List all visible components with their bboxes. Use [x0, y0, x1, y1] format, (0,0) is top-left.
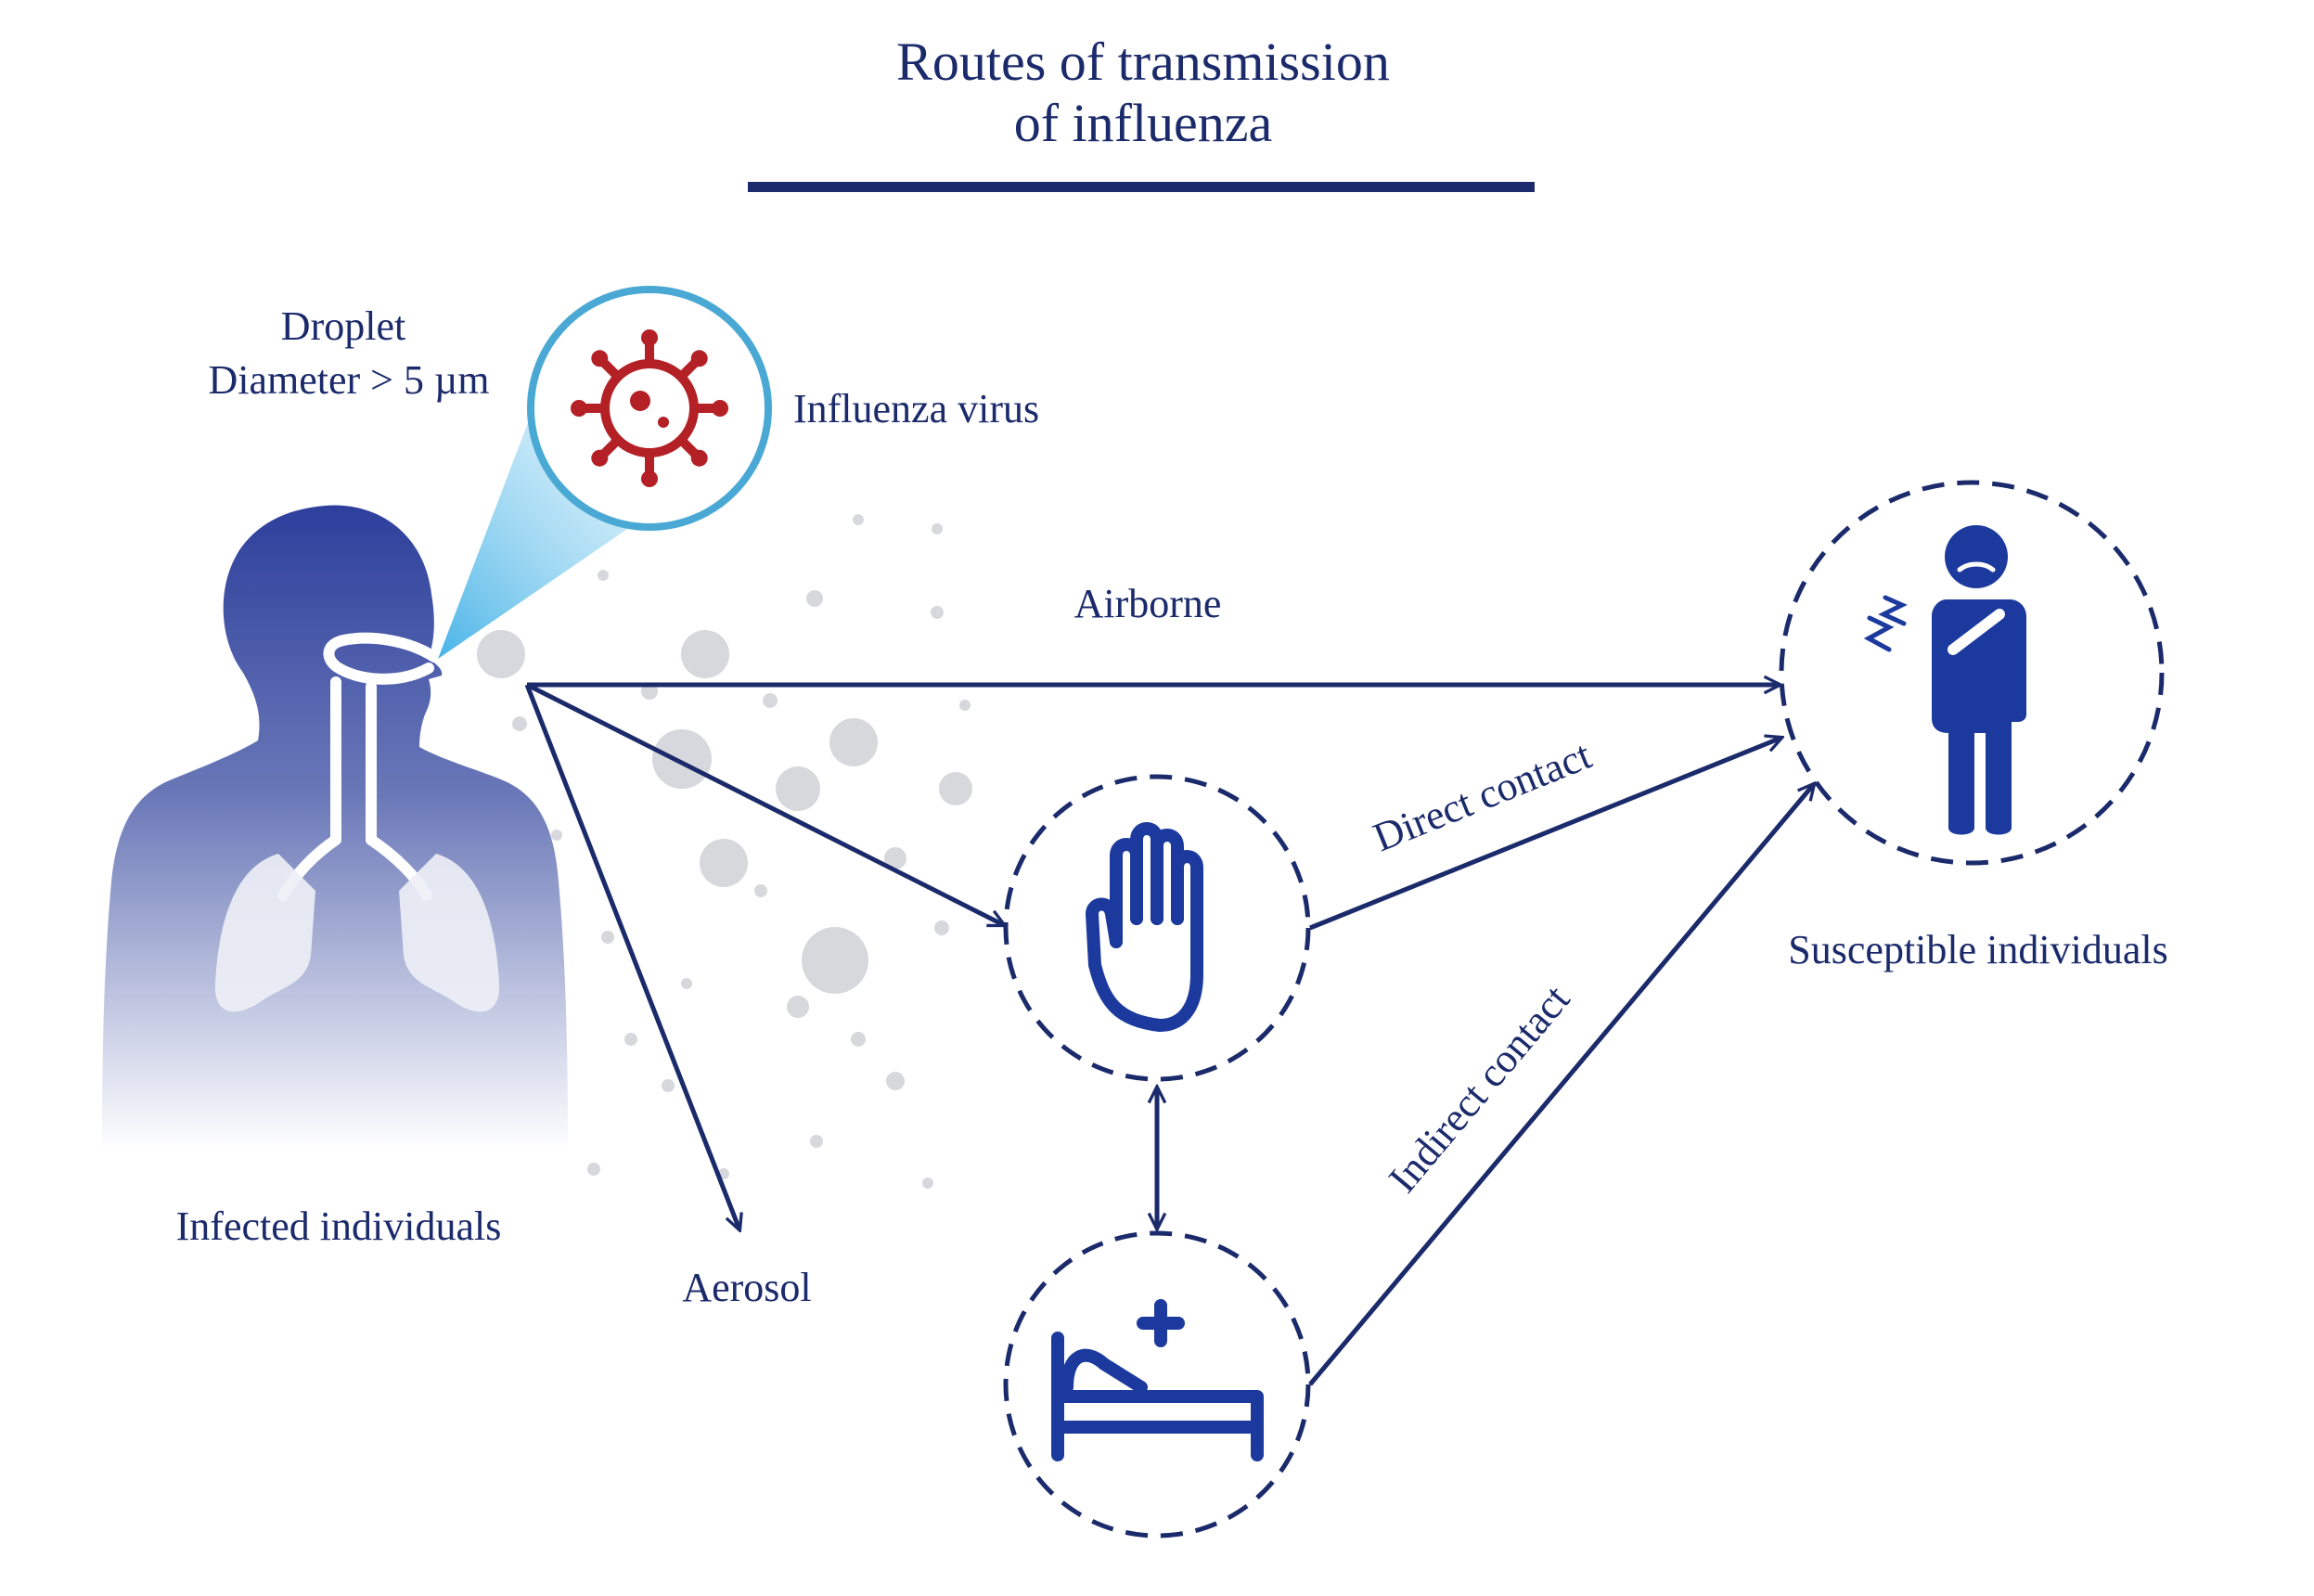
- virus-label: Influenza virus: [793, 386, 1039, 431]
- droplet-size-label: Diameter > 5 µm: [208, 357, 489, 403]
- hand-node-circle: [1003, 774, 1311, 1082]
- arrow-to-hand: [525, 682, 1004, 928]
- arrow-indirect-contact: [1308, 784, 1814, 1386]
- title-line-1: Routes of transmission: [896, 32, 1390, 92]
- droplet-label: Droplet: [281, 303, 405, 349]
- sick-person-icon: [1863, 525, 2026, 835]
- aerosol-label: Aerosol: [682, 1265, 811, 1310]
- hand-icon: [1086, 822, 1203, 1032]
- virus-icon: [571, 329, 728, 487]
- title-line-2: of influenza: [1014, 93, 1273, 153]
- virus-magnifier-circle: [527, 286, 772, 531]
- arrow-aerosol: [524, 684, 739, 1229]
- infected-label: Infected individuals: [176, 1203, 502, 1249]
- susceptible-label: Susceptible individuals: [1788, 927, 2167, 972]
- aerosol-particles: [477, 514, 972, 1189]
- direct-contact-label: Direct contact: [1367, 732, 1597, 860]
- hospital-bed-icon: [1051, 1299, 1264, 1461]
- title-underline: [748, 182, 1535, 192]
- airborne-label: Airborne: [1074, 581, 1222, 626]
- susceptible-node-circle: [1779, 480, 2165, 866]
- indirect-contact-label: Indirect contact: [1380, 976, 1578, 1201]
- human-silhouette-with-respiratory-tract-icon: [102, 505, 568, 1151]
- bed-node-circle: [1003, 1230, 1311, 1538]
- arrow-direct-contact: [1309, 738, 1781, 931]
